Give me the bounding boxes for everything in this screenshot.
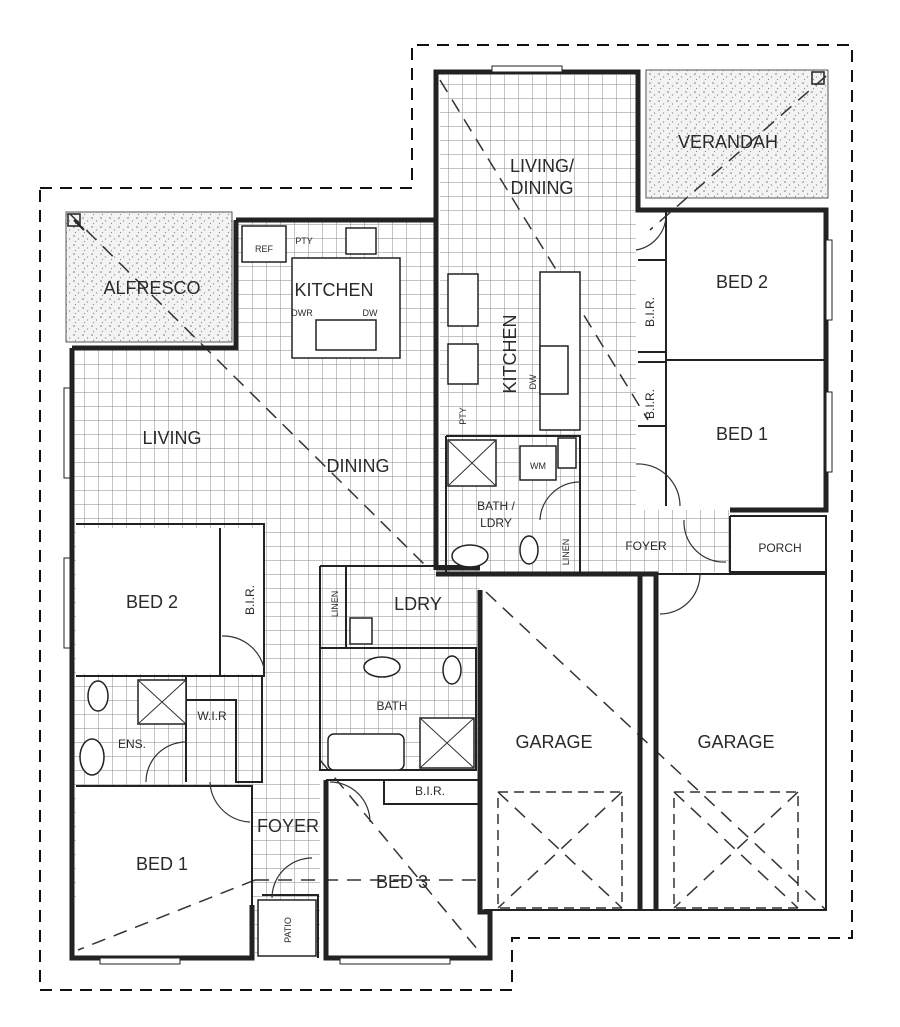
label-foyer-right: FOYER [625, 539, 667, 553]
label-dining: DINING [327, 456, 390, 476]
label-living: LIVING [142, 428, 201, 448]
verandah-area [645, 69, 829, 199]
label-dwr: DWR [291, 308, 313, 318]
label-bed1-left: BED 1 [136, 854, 188, 874]
label-bath-ldry-1: BATH / [477, 499, 515, 513]
label-porch: PORCH [758, 541, 801, 555]
label-living-dining-2: DINING [511, 178, 574, 198]
label-living-dining-1: LIVING/ [510, 156, 574, 176]
label-foyer-left: FOYER [257, 816, 319, 836]
label-bed2-left: BED 2 [126, 592, 178, 612]
label-pty-right: PTY [458, 407, 468, 425]
label-pty-left: PTY [295, 236, 313, 246]
label-alfresco: ALFRESCO [103, 278, 200, 298]
label-dw-left: DW [363, 308, 378, 318]
label-ens: ENS. [118, 737, 146, 751]
label-kitchen-right: KITCHEN [500, 314, 520, 393]
label-wir: W.I.R [197, 709, 227, 723]
site-boundary [39, 44, 853, 991]
label-linen-left: LINEN [330, 591, 340, 618]
label-bath-ldry-2: LDRY [480, 516, 512, 530]
label-patio: PATIO [283, 917, 293, 943]
alfresco-area [65, 211, 233, 343]
label-bir-bed2-right: B.I.R. [643, 297, 657, 327]
label-kitchen-left: KITCHEN [294, 280, 373, 300]
label-bed3: BED 3 [376, 872, 428, 892]
label-bir-bed1-right: B.I.R. [643, 389, 657, 419]
left-unit-floor [72, 220, 480, 955]
label-ldry: LDRY [394, 594, 442, 614]
label-linen-right: LINEN [561, 539, 571, 566]
label-verandah: VERANDAH [678, 132, 778, 152]
label-wm: WM [530, 461, 546, 471]
label-bed1-right: BED 1 [716, 424, 768, 444]
label-bed2-right: BED 2 [716, 272, 768, 292]
label-garage-right: GARAGE [697, 732, 774, 752]
label-bir-bed3: B.I.R. [415, 784, 445, 798]
label-bath-left: BATH [376, 699, 407, 713]
label-bir-bed2-left: B.I.R. [243, 585, 257, 615]
label-dw-right: DW [528, 374, 538, 389]
label-ref: REF [255, 244, 274, 254]
label-garage-left: GARAGE [515, 732, 592, 752]
